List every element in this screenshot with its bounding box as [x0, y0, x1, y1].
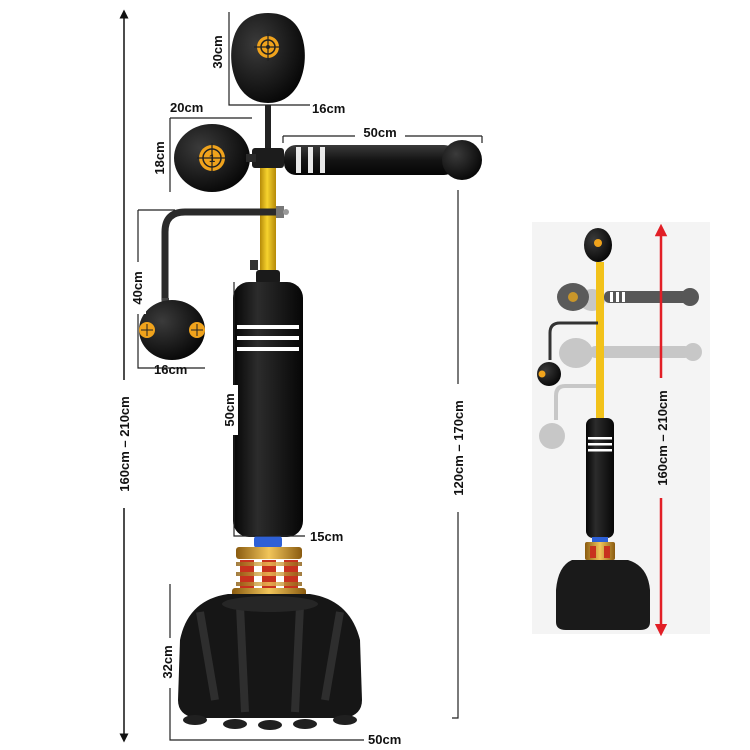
number-badge-icon: 1 — [209, 153, 215, 165]
weighted-base — [178, 594, 362, 730]
label-column-width: 15cm — [310, 529, 343, 544]
spring-assembly — [232, 547, 306, 598]
arm-clamp — [252, 148, 284, 168]
label-top-bag-width: 16cm — [312, 101, 345, 116]
label-side-bag-width: 20cm — [170, 100, 203, 115]
horizontal-arm — [284, 140, 482, 180]
label-inset-height: 160cm – 210cm — [655, 390, 670, 485]
label-lower-arm-height: 40cm — [130, 271, 145, 304]
crosshair-target-icon — [266, 45, 270, 49]
main-cylinder — [233, 282, 303, 537]
inset-cylinder — [586, 418, 614, 538]
inset-base — [556, 560, 650, 630]
pole-collar — [256, 270, 280, 284]
label-lower-bag-width: 16cm — [154, 362, 187, 377]
lower-speed-bag — [139, 300, 205, 360]
dimension-labels: 30cm 16cm 20cm 18cm 50cm 40cm 16cm 160cm… — [114, 28, 468, 747]
label-top-bag-height: 30cm — [210, 35, 225, 68]
side-reflex-bag: 1 — [174, 124, 250, 192]
inset-lower-bag — [537, 362, 561, 386]
label-side-bag-height: 18cm — [152, 141, 167, 174]
arm-end-ball — [442, 140, 482, 180]
label-base-width: 50cm — [368, 732, 401, 747]
label-total-height: 160cm – 210cm — [117, 396, 132, 491]
label-stand-height: 120cm – 170cm — [451, 400, 466, 495]
punching-stand-main: 1 — [139, 13, 482, 730]
inset-panel: 160cm – 210cm — [532, 222, 710, 637]
top-rod — [265, 105, 271, 153]
blue-connector — [254, 536, 282, 548]
label-column-height: 50cm — [222, 393, 237, 426]
label-base-height: 32cm — [160, 645, 175, 678]
dimension-lines — [137, 12, 483, 741]
top-speed-bag — [231, 13, 305, 103]
label-arm-length: 50cm — [363, 125, 396, 140]
